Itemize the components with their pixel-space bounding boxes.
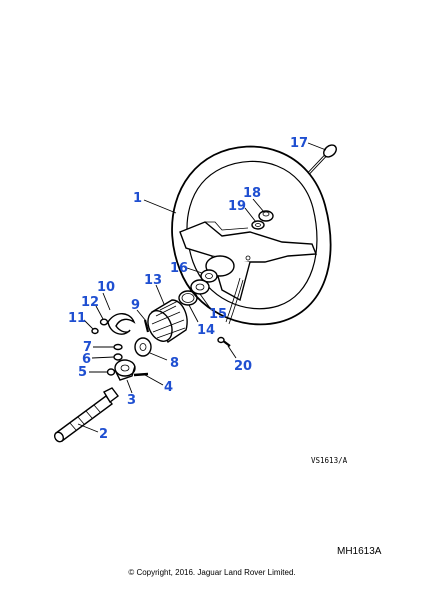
callout-17: 17 <box>290 136 308 151</box>
part-16-bush <box>200 269 218 283</box>
part-7-washer <box>113 343 123 351</box>
copyright-notice: © Copyright, 2016. Jaguar Land Rover Lim… <box>128 568 296 577</box>
part-8-adaptor <box>134 337 152 357</box>
callout-13: 13 <box>144 273 162 288</box>
part-13-hub-boss <box>147 299 188 344</box>
drawing-reference: VS1613/A <box>311 456 348 465</box>
part-10-clip <box>107 313 136 335</box>
callout-6: 6 <box>82 352 91 367</box>
callout-10: 10 <box>97 280 115 295</box>
callout-8: 8 <box>170 356 179 371</box>
callout-4: 4 <box>164 380 173 395</box>
part-12-washer <box>99 318 109 326</box>
part-3-universal-joint <box>114 359 136 381</box>
callout-14: 14 <box>197 323 215 338</box>
callout-5: 5 <box>78 365 87 380</box>
callout-11: 11 <box>68 311 86 326</box>
part-5-nut <box>106 368 116 376</box>
part-20-screw <box>217 336 231 347</box>
callout-20: 20 <box>234 359 252 374</box>
part-18-nut <box>258 210 274 222</box>
leader-lines <box>77 142 327 433</box>
callout-19: 19 <box>228 199 246 214</box>
callout-15: 15 <box>209 307 227 322</box>
part-19-washer <box>251 220 265 230</box>
part-4-bolt <box>133 372 149 377</box>
part-6-spacer <box>113 353 123 361</box>
callout-12: 12 <box>81 295 99 310</box>
part-9-screw <box>143 319 150 333</box>
callout-2: 2 <box>99 427 108 442</box>
part-2-splined-shaft <box>53 387 119 443</box>
part-14-o-ring <box>178 290 198 306</box>
callout-18: 18 <box>243 186 261 201</box>
callout-labels: 1 2 3 4 5 6 7 8 9 10 11 12 13 14 15 16 1… <box>68 136 308 442</box>
diagram-code: MH1613A <box>337 546 382 557</box>
horn-wires <box>225 277 244 325</box>
callout-3: 3 <box>127 393 136 408</box>
part-11-screw <box>91 327 99 335</box>
callout-7: 7 <box>83 340 92 355</box>
callout-16: 16 <box>170 261 188 276</box>
part-1-steering-wheel <box>171 145 332 326</box>
callout-9: 9 <box>131 298 140 313</box>
callout-1: 1 <box>133 191 142 206</box>
